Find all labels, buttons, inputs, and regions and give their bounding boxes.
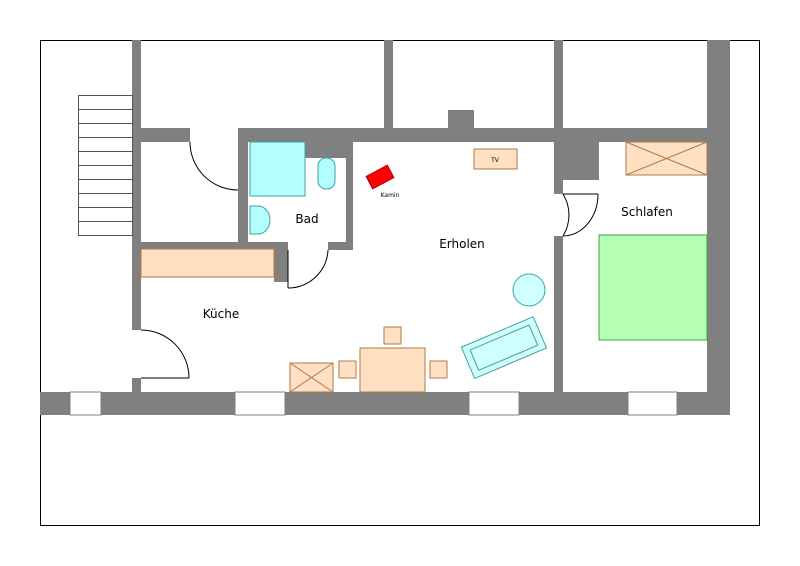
toilet xyxy=(249,205,271,235)
sofa xyxy=(460,316,548,380)
dining-table xyxy=(359,347,426,393)
top-wall-left xyxy=(132,128,190,142)
window-4 xyxy=(627,391,678,416)
stair-step xyxy=(78,193,133,208)
chimney xyxy=(448,110,474,130)
kamin-label: Kamin xyxy=(381,192,400,199)
bedroom-wall-stub xyxy=(554,180,563,194)
bottom-wall-seg-1 xyxy=(40,392,70,415)
fireplace xyxy=(365,164,395,190)
bath-right-wall xyxy=(346,150,353,250)
drawing-frame xyxy=(40,40,760,526)
door-kitchen xyxy=(140,329,190,379)
walls xyxy=(40,40,730,415)
storage-box-living xyxy=(289,362,334,393)
stair-step xyxy=(78,151,133,166)
bottom-wall-seg-2 xyxy=(101,392,235,415)
room-label-bad: Bad xyxy=(295,212,318,226)
stair-step xyxy=(78,123,133,138)
stair-step xyxy=(78,221,133,236)
door-hall xyxy=(189,141,239,191)
bath-left-wall xyxy=(238,128,248,242)
chair-left xyxy=(338,360,357,379)
window-2 xyxy=(234,391,286,416)
door-bath xyxy=(287,249,329,289)
bed xyxy=(598,234,708,341)
bath-bottom-stub xyxy=(328,242,353,250)
right-wall xyxy=(707,40,730,415)
bedroom-wall-top xyxy=(554,128,599,180)
chair-right xyxy=(429,360,448,379)
bottom-wall-seg-4 xyxy=(519,392,628,415)
bath-fixtures xyxy=(249,141,336,235)
left-wall-upper xyxy=(132,40,141,330)
stair-step xyxy=(78,207,133,222)
kitchen-counter xyxy=(140,248,275,278)
tv-cabinet xyxy=(473,148,518,170)
window-1 xyxy=(69,391,102,416)
stair-step xyxy=(78,165,133,180)
stair-step xyxy=(78,179,133,194)
stair-step xyxy=(78,109,133,124)
dining-set xyxy=(338,326,448,393)
upper-partition-2 xyxy=(554,40,563,130)
room-label-erholen: Erholen xyxy=(439,237,485,251)
bottom-wall-seg-3 xyxy=(285,392,469,415)
bedroom-left-wall xyxy=(554,236,563,392)
stair-step xyxy=(78,137,133,152)
tv-label: TV xyxy=(490,157,500,164)
doors xyxy=(140,141,599,379)
wardrobe-bedroom xyxy=(625,141,708,176)
windows xyxy=(69,391,678,416)
bath-top-inner xyxy=(313,142,353,158)
round-table xyxy=(512,273,546,307)
chair-top xyxy=(383,326,402,345)
kitchen-right-stub xyxy=(274,242,288,282)
window-3 xyxy=(468,391,520,416)
left-wall-lower xyxy=(132,378,141,392)
shower-tray xyxy=(249,141,306,197)
sink xyxy=(317,157,336,190)
door-bedroom xyxy=(562,193,570,237)
stair-step xyxy=(78,95,133,110)
room-label-kueche: Küche xyxy=(203,307,239,321)
kitchen-top-wall xyxy=(132,242,287,249)
door-bedroom-arc xyxy=(562,193,599,237)
bath-right-wall-top xyxy=(305,142,313,158)
top-wall-main xyxy=(238,128,711,142)
staircase xyxy=(78,95,133,236)
room-label-schlafen: Schlafen xyxy=(621,205,673,219)
upper-partition-1 xyxy=(384,40,393,130)
